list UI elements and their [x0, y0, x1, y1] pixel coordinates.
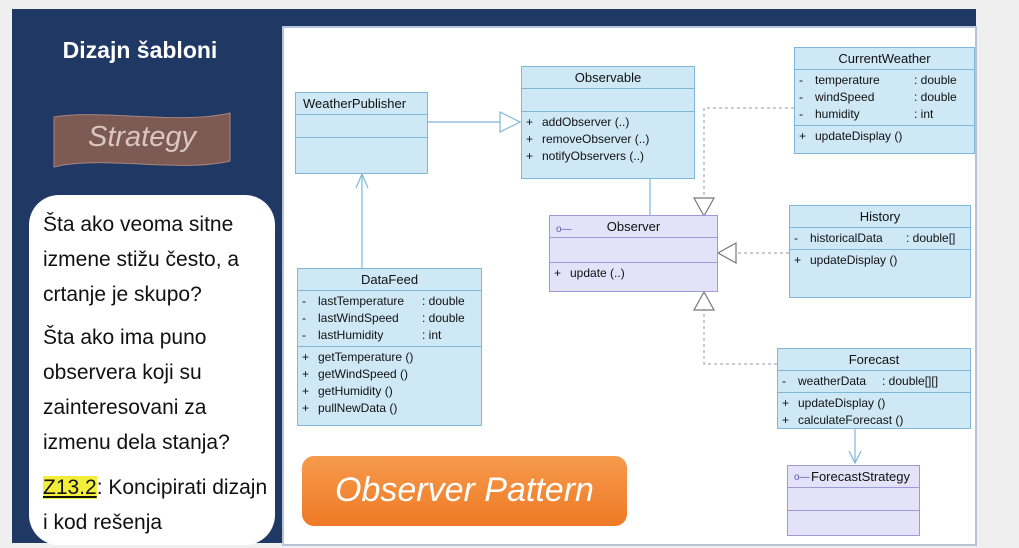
class-datafeed[interactable]: DataFeed -lastTemperature: double -lastW… — [297, 268, 482, 426]
observable-methods: +addObserver (..) +removeObserver (..) +… — [522, 112, 694, 167]
method-row: +removeObserver (..) — [526, 132, 650, 146]
question-2: Šta ako ima puno observera koji su zaint… — [43, 326, 230, 454]
class-weatherpublisher[interactable]: WeatherPublisher — [295, 92, 428, 174]
method-row: +addObserver (..) — [526, 115, 630, 129]
method-row: +calculateForecast () — [782, 413, 904, 427]
method-row: +update (..) — [554, 266, 625, 280]
question-1: Šta ako veoma sitne izmene stižu često, … — [43, 213, 240, 306]
method-row: +notifyObservers (..) — [526, 149, 645, 163]
attribute-row: -windSpeed: double — [799, 90, 957, 104]
generalization-arrowhead — [499, 111, 522, 133]
task-text: Z13.2: Koncipirati dizajn i kod rešenja — [43, 470, 273, 540]
questions-callout: Šta ako veoma sitne izmene stižu često, … — [29, 195, 275, 545]
realization-arrowhead — [692, 290, 716, 311]
association-arrowhead — [848, 450, 862, 465]
class-currentweather[interactable]: CurrentWeather -temperature: double -win… — [794, 47, 975, 154]
dependency-arrowhead — [355, 172, 369, 189]
class-history[interactable]: History -historicalData: double[] +updat… — [789, 205, 971, 298]
strategy-banner — [50, 109, 234, 173]
interface-lollipop-icon: o— — [556, 224, 572, 235]
interface-observer[interactable]: o— Observer +update (..) — [549, 215, 718, 292]
method-row: +getTemperature () — [302, 350, 414, 364]
method-row: +getHumidity () — [302, 384, 393, 398]
interface-lollipop-icon: o— — [794, 472, 810, 483]
realization-arrowhead — [692, 197, 716, 218]
attribute-row: -lastTemperature: double — [302, 294, 465, 308]
task-description: : Koncipirati dizajn i kod rešenja — [43, 476, 268, 534]
method-row: +pullNewData () — [302, 401, 398, 415]
attribute-row: -historicalData: double[] — [794, 231, 956, 245]
attribute-row: -weatherData: double[][] — [782, 374, 939, 388]
interface-forecaststrategy[interactable]: o— ForecastStrategy — [787, 465, 920, 536]
method-row: +updateDisplay () — [782, 396, 886, 410]
attribute-row: -humidity: int — [799, 107, 934, 121]
task-reference-link[interactable]: Z13.2 — [43, 476, 97, 499]
attribute-row: -lastWindSpeed: double — [302, 311, 465, 325]
strategy-banner-label: Strategy — [88, 121, 196, 153]
slide-title: Dizajn šabloni — [62, 37, 218, 63]
slide: Dizajn šabloni Strategy Šta ako veoma si… — [12, 9, 977, 546]
uml-diagram: WeatherPublisher Observable +addObserver… — [282, 26, 977, 546]
realization-arrowhead — [716, 241, 737, 265]
method-row: +updateDisplay () — [794, 253, 898, 267]
observer-pattern-label: Observer Pattern — [335, 471, 594, 509]
observer-pattern-banner — [302, 456, 627, 526]
attribute-row: -lastHumidity: int — [302, 328, 442, 342]
class-forecast[interactable]: Forecast -weatherData: double[][] +updat… — [777, 348, 971, 429]
uml-connectors — [355, 107, 862, 465]
class-observable[interactable]: Observable +addObserver (..) +removeObse… — [521, 66, 695, 179]
method-row: +updateDisplay () — [799, 129, 903, 143]
method-row: +getWindSpeed () — [302, 367, 409, 381]
attribute-row: -temperature: double — [799, 73, 957, 87]
